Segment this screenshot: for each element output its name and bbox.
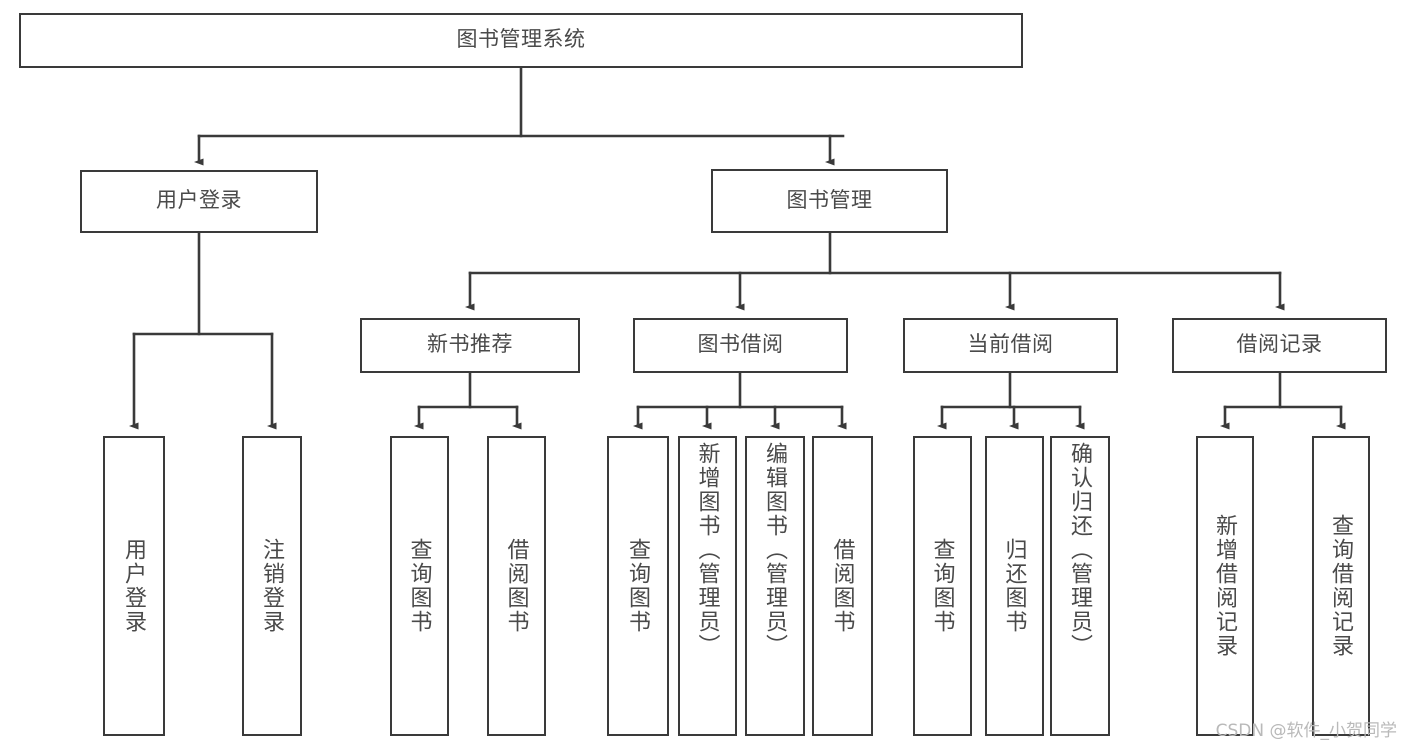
node-leaf-add-book-admin-label: 新增图书（管理员） — [695, 442, 721, 658]
node-leaf-borrow-book-recommend-label: 借阅图书 — [504, 538, 530, 634]
node-root-system-label: 图书管理系统 — [456, 28, 586, 52]
node-leaf-confirm-return-admin[interactable]: 确认归还（管理员） — [1050, 436, 1110, 736]
node-leaf-edit-book-admin[interactable]: 编辑图书（管理员） — [745, 436, 805, 736]
node-borrow-record-label: 借阅记录 — [1236, 333, 1323, 357]
node-current-borrow-label: 当前借阅 — [967, 333, 1054, 357]
node-leaf-confirm-return-admin-label: 确认归还（管理员） — [1068, 442, 1093, 658]
node-leaf-query-borrow-record-label: 查询借阅记录 — [1329, 514, 1354, 658]
node-borrow-record[interactable]: 借阅记录 — [1172, 318, 1387, 373]
node-leaf-query-book-current[interactable]: 查询图书 — [913, 436, 972, 736]
node-leaf-borrow-book[interactable]: 借阅图书 — [812, 436, 873, 736]
node-book-borrow-label: 图书借阅 — [697, 333, 784, 357]
node-leaf-user-login[interactable]: 用户登录 — [103, 436, 165, 736]
node-root-system[interactable]: 图书管理系统 — [19, 13, 1023, 68]
node-user-login[interactable]: 用户登录 — [80, 170, 318, 233]
node-leaf-query-book-label: 查询图书 — [626, 538, 651, 634]
node-leaf-add-borrow-record-label: 新增借阅记录 — [1213, 514, 1238, 658]
node-current-borrow[interactable]: 当前借阅 — [903, 318, 1118, 373]
node-leaf-query-book-recommend[interactable]: 查询图书 — [390, 436, 449, 736]
node-user-login-label: 用户登录 — [156, 189, 242, 213]
node-leaf-logout[interactable]: 注销登录 — [242, 436, 302, 736]
node-leaf-return-book-label: 归还图书 — [1002, 538, 1028, 634]
node-leaf-edit-book-admin-label: 编辑图书（管理员） — [763, 442, 788, 658]
node-leaf-borrow-book-recommend[interactable]: 借阅图书 — [487, 436, 546, 736]
node-leaf-logout-label: 注销登录 — [260, 538, 285, 634]
node-book-borrow[interactable]: 图书借阅 — [633, 318, 848, 373]
node-leaf-query-borrow-record[interactable]: 查询借阅记录 — [1312, 436, 1370, 736]
node-leaf-return-book[interactable]: 归还图书 — [985, 436, 1044, 736]
node-leaf-add-book-admin[interactable]: 新增图书（管理员） — [678, 436, 737, 736]
node-book-management-label: 图书管理 — [786, 188, 873, 212]
node-leaf-query-book-recommend-label: 查询图书 — [407, 538, 433, 634]
node-leaf-query-book[interactable]: 查询图书 — [607, 436, 669, 736]
node-new-book-recommend[interactable]: 新书推荐 — [360, 318, 580, 373]
node-book-management[interactable]: 图书管理 — [711, 169, 948, 233]
csdn-watermark: CSDN @软件_小贺同学 — [1215, 721, 1397, 741]
node-leaf-user-login-label: 用户登录 — [122, 538, 147, 634]
node-leaf-query-book-current-label: 查询图书 — [930, 538, 956, 634]
node-leaf-borrow-book-label: 借阅图书 — [830, 538, 856, 634]
node-new-book-recommend-label: 新书推荐 — [427, 333, 513, 357]
node-leaf-add-borrow-record[interactable]: 新增借阅记录 — [1196, 436, 1254, 736]
